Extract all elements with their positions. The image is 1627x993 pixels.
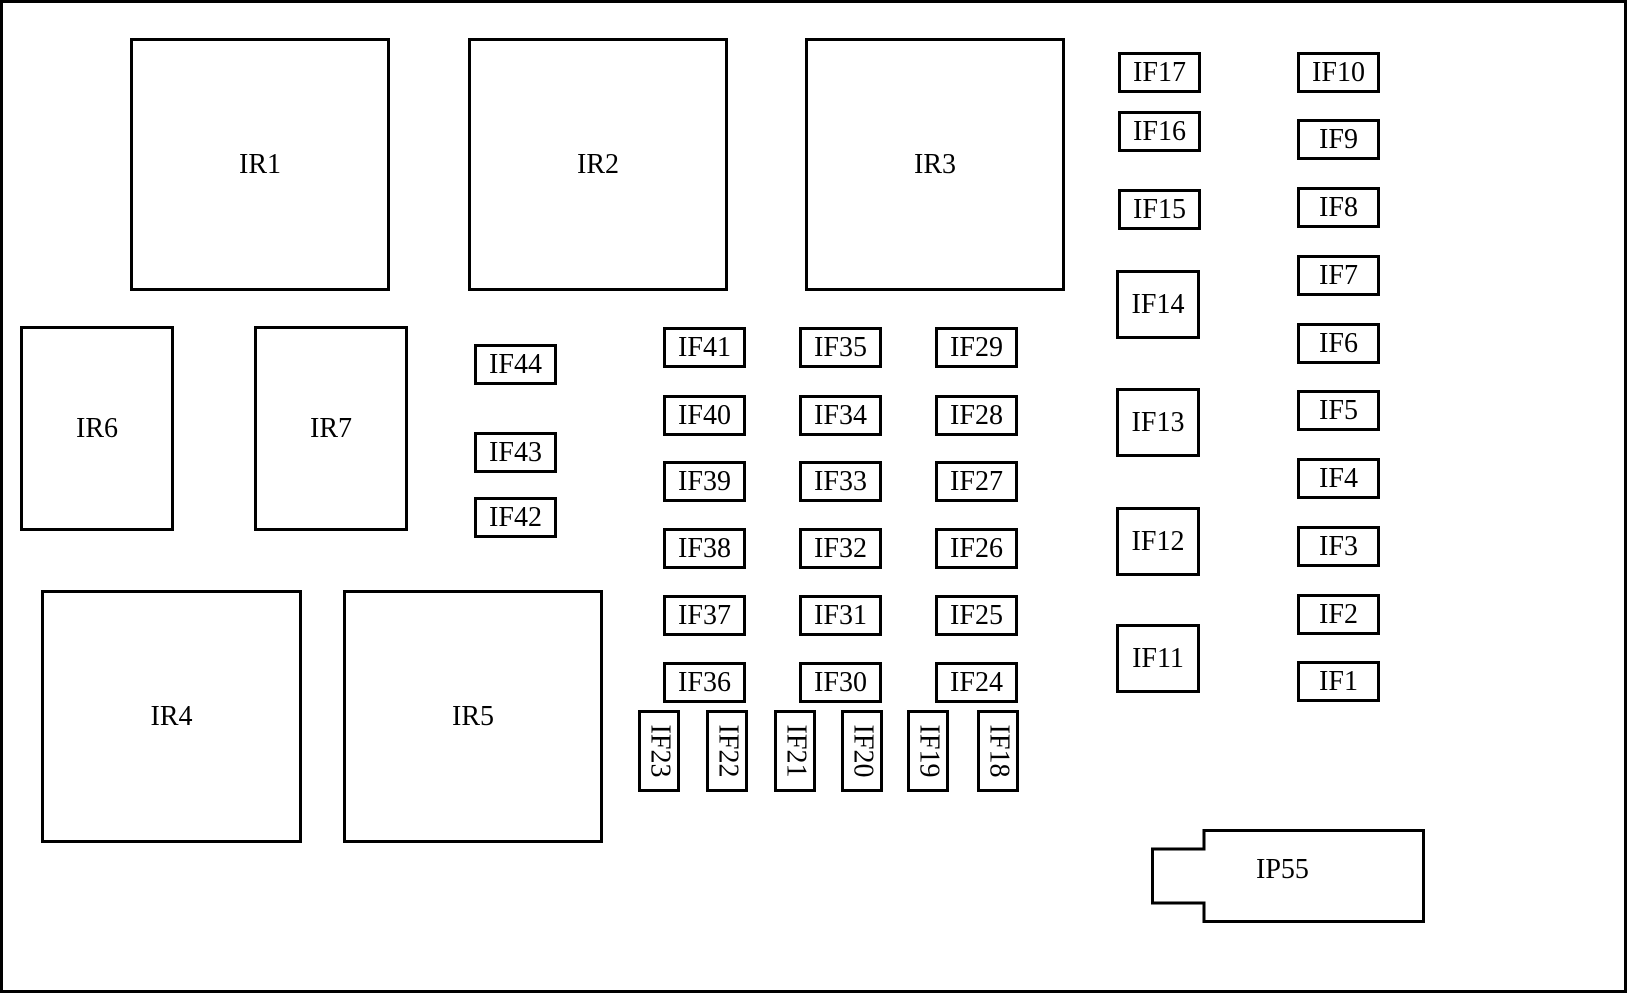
fuse-if15: IF15: [1118, 189, 1201, 230]
fuse-if42: IF42: [474, 497, 557, 538]
relay-ir1: IR1: [130, 38, 390, 291]
relay-ir6: IR6: [20, 326, 174, 531]
relay-ir7: IR7: [254, 326, 408, 531]
fuse-if11: IF11: [1116, 624, 1200, 693]
fuse-if24: IF24: [935, 662, 1018, 703]
fuse-if19-label: IF19: [913, 724, 944, 778]
fuse-if36: IF36: [663, 662, 746, 703]
fuse-if43: IF43: [474, 432, 557, 473]
fuse-if16: IF16: [1118, 111, 1201, 152]
fuse-if21: IF21: [774, 710, 816, 792]
fuse-if19: IF19: [907, 710, 949, 792]
fuse-if41: IF41: [663, 327, 746, 368]
relay-ir2: IR2: [468, 38, 728, 291]
fuse-if35: IF35: [799, 327, 882, 368]
fuse-if27: IF27: [935, 461, 1018, 502]
fuse-if14: IF14: [1116, 270, 1200, 339]
fuse-if37: IF37: [663, 595, 746, 636]
fuse-if12: IF12: [1116, 507, 1200, 576]
fuse-if4: IF4: [1297, 458, 1380, 499]
fuse-if23: IF23: [638, 710, 680, 792]
fuse-if22-label: IF22: [712, 724, 743, 778]
fuse-if18: IF18: [977, 710, 1019, 792]
relay-ir3: IR3: [805, 38, 1065, 291]
relay-ir5: IR5: [343, 590, 603, 843]
fuse-if10: IF10: [1297, 52, 1380, 93]
fuse-if33: IF33: [799, 461, 882, 502]
fuse-if18-label: IF18: [983, 724, 1014, 778]
fuse-if31: IF31: [799, 595, 882, 636]
fuse-if9: IF9: [1297, 119, 1380, 160]
fuse-if21-label: IF21: [780, 724, 811, 778]
relay-ir4: IR4: [41, 590, 302, 843]
fuse-if28: IF28: [935, 395, 1018, 436]
fuse-if26: IF26: [935, 528, 1018, 569]
fuse-if5: IF5: [1297, 390, 1380, 431]
connector-ip55-label: IP55: [1256, 854, 1309, 885]
connector-ip55: IP55: [1151, 829, 1425, 923]
fuse-if30: IF30: [799, 662, 882, 703]
fuse-if39: IF39: [663, 461, 746, 502]
fuse-if13: IF13: [1116, 388, 1200, 457]
fuse-if32: IF32: [799, 528, 882, 569]
fuse-if22: IF22: [706, 710, 748, 792]
fuse-if3: IF3: [1297, 526, 1380, 567]
connector-ip55-outline: [1151, 829, 1425, 923]
fuse-if7: IF7: [1297, 255, 1380, 296]
fuse-if34: IF34: [799, 395, 882, 436]
fuse-if25: IF25: [935, 595, 1018, 636]
fuse-if23-label: IF23: [644, 724, 675, 778]
fuse-if40: IF40: [663, 395, 746, 436]
fuse-if20: IF20: [841, 710, 883, 792]
fuse-if44: IF44: [474, 344, 557, 385]
fuse-if2: IF2: [1297, 594, 1380, 635]
fuse-if17: IF17: [1118, 52, 1201, 93]
fuse-if6: IF6: [1297, 323, 1380, 364]
fuse-if1: IF1: [1297, 661, 1380, 702]
fuse-if38: IF38: [663, 528, 746, 569]
fuse-if8: IF8: [1297, 187, 1380, 228]
fuse-if20-label: IF20: [847, 724, 878, 778]
fuse-if29: IF29: [935, 327, 1018, 368]
